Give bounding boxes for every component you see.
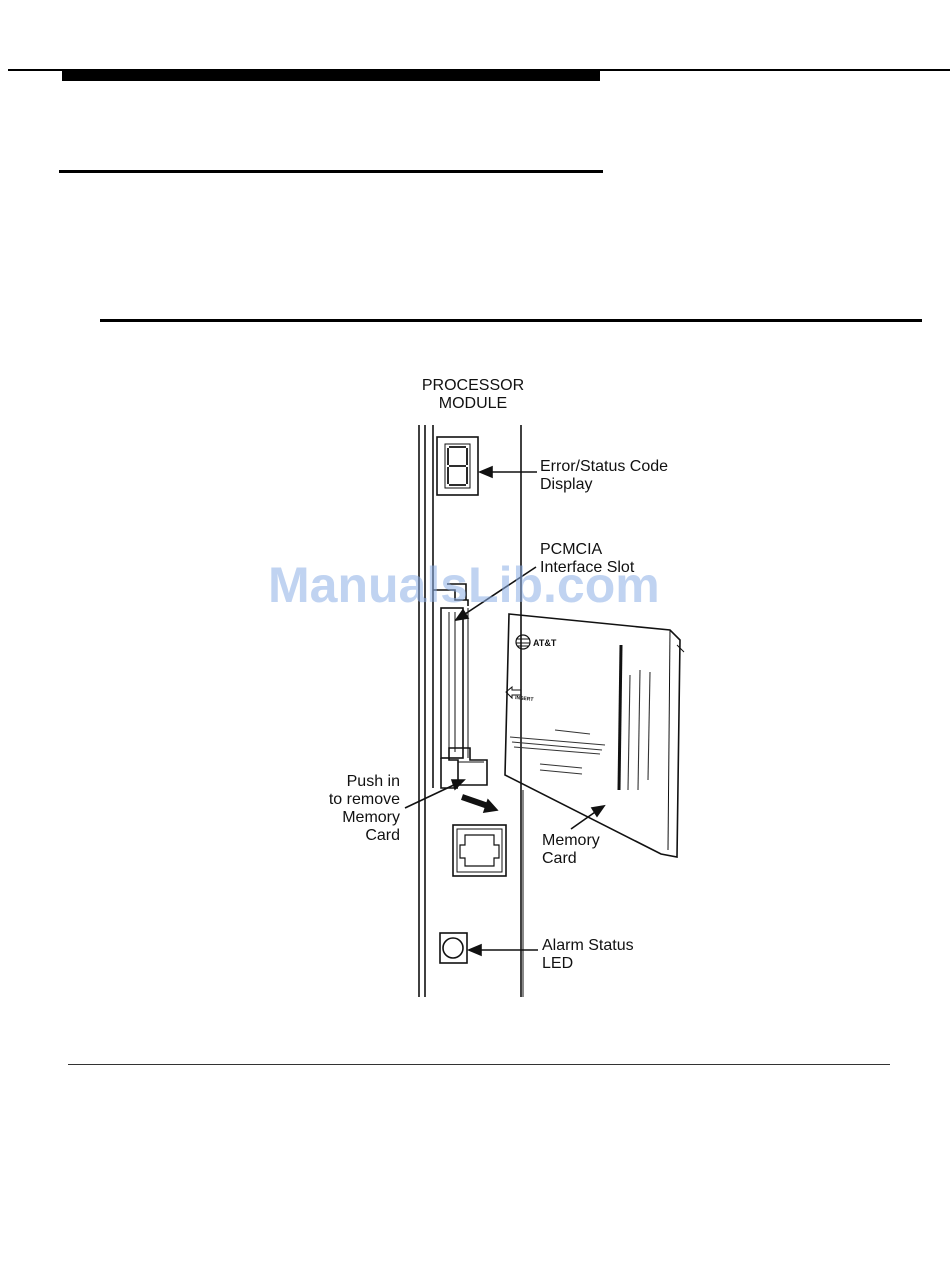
memory-card-drawing [505,614,684,857]
label-error-status: Error/Status Code Display [540,458,668,494]
arrow-icon-memory-card [571,806,604,829]
label-alarm-led: Alarm Status LED [542,937,634,973]
arrow-icon-error-status [480,467,537,477]
arrow-icon-alarm-led [469,945,538,955]
led-icon [440,933,467,963]
seven-segment-display-icon [437,437,478,495]
arrow-icon-push-in [405,780,464,808]
label-push-in: Push in to remove Memory Card [300,773,400,845]
card-insert-text: INSERT [515,695,534,703]
eject-arrow-icon [462,797,497,812]
watermark: ManualsLib.com [268,556,660,614]
label-memory-card: Memory Card [542,832,600,868]
rj-jack-icon [453,825,506,876]
card-logo-text: AT&T [533,638,557,648]
